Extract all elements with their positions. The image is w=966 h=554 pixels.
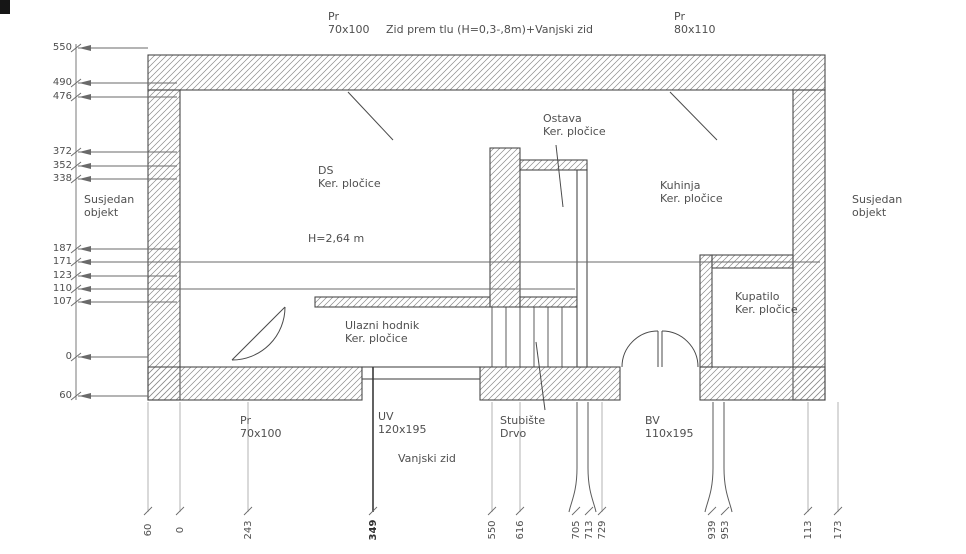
window-right-mark <box>669 91 718 141</box>
left-dimension-lines <box>70 43 820 401</box>
section-flare-marks <box>568 402 733 513</box>
left-dim-550: 550 <box>52 42 72 53</box>
hallway-low-wall-right <box>519 296 578 308</box>
left-dim-352: 352 <box>52 160 72 171</box>
bottom-wall-right <box>699 366 826 401</box>
interior-walls <box>314 147 794 368</box>
wall-note-top: Zid prem tlu (H=0,3-,8m)+Vanjski zid <box>386 23 594 36</box>
stair-column-wall <box>489 147 521 308</box>
bottom-dim-705: 705 <box>570 520 582 540</box>
hallway-door-leaf <box>231 306 286 361</box>
window-right-size: 80x110 <box>674 23 716 36</box>
top-wall <box>147 54 826 91</box>
bottom-dimension-ticks <box>143 506 843 516</box>
room-label-kupatilo: Kupatilo Ker. pločice <box>735 290 798 316</box>
bottom-dim-550: 550 <box>486 520 498 540</box>
bottom-dim-113: 113 <box>802 520 814 540</box>
window-bottom-annotation: Pr 70x100 <box>240 414 282 440</box>
left-dim-490: 490 <box>52 77 72 88</box>
stair-thin-wall <box>576 169 588 368</box>
bottom-dim-713: 713 <box>583 520 595 540</box>
right-wall <box>792 89 826 401</box>
entry-threshold <box>361 366 481 380</box>
balcony-door-left-arc <box>621 330 659 368</box>
hallway-low-wall-left <box>314 296 491 308</box>
page-corner-mark <box>0 0 10 14</box>
stair-treads <box>491 307 563 367</box>
left-dimension-arrows <box>79 45 91 399</box>
left-dim-123: 123 <box>52 270 72 281</box>
window-left-annotation: Pr 70x100 <box>328 10 370 36</box>
balcony-door-right-arc <box>661 330 699 368</box>
bottom-dim-243: 243 <box>242 520 254 540</box>
left-dim-338: 338 <box>52 173 72 184</box>
window-left-type: Pr <box>328 10 339 23</box>
wall-note-bottom: Vanjski zid <box>398 452 456 465</box>
left-dim-0: 0 <box>65 351 72 362</box>
bottom-extension-lines <box>147 402 839 512</box>
window-left-size: 70x100 <box>328 23 370 36</box>
window-right-type: Pr <box>674 10 685 23</box>
balcony-door-annotation: BV 110x195 <box>645 414 694 440</box>
neighbor-building-left: Susjedan objekt <box>84 193 135 219</box>
left-dim-372: 372 <box>52 146 72 157</box>
exterior-walls <box>147 54 826 401</box>
room-label-hodnik: Ulazni hodnik Ker. pločice <box>345 319 420 345</box>
stairs-leader-line <box>535 341 546 411</box>
left-wall <box>147 89 181 401</box>
left-dimension-ticks <box>70 43 82 401</box>
left-dim-110: 110 <box>52 283 72 294</box>
left-dim-60: 60 <box>59 390 72 401</box>
bottom-dim-60: 60 <box>142 523 154 537</box>
bottom-dim-953: 953 <box>719 520 731 540</box>
window-left-mark <box>347 91 394 141</box>
bottom-dim-939: 939 <box>706 520 718 540</box>
ostava-leader-line <box>555 144 564 208</box>
left-dim-187: 187 <box>52 243 72 254</box>
ostava-top-wall <box>519 159 588 171</box>
left-dim-171: 171 <box>52 256 72 267</box>
left-dim-476: 476 <box>52 91 72 102</box>
left-dim-107: 107 <box>52 296 72 307</box>
entry-door-annotation: UV 120x195 <box>378 410 427 436</box>
bottom-dim-616: 616 <box>514 520 526 540</box>
window-right-annotation: Pr 80x110 <box>674 10 716 36</box>
neighbor-building-right: Susjedan objekt <box>852 193 903 219</box>
ceiling-height-note: H=2,64 m <box>308 232 365 245</box>
room-label-ds: DS Ker. pločice <box>318 164 381 190</box>
bathroom-left-wall <box>699 254 713 368</box>
bottom-dim-0: 0 <box>174 526 186 534</box>
bottom-wall-center <box>479 366 621 401</box>
bottom-dim-349: 349 <box>367 519 379 541</box>
bottom-dim-173: 173 <box>832 520 844 540</box>
bottom-dim-729: 729 <box>596 520 608 540</box>
hallway-door-arc <box>231 306 286 361</box>
stairs-annotation: Stubište Drvo <box>500 414 546 440</box>
room-label-kuhinja: Kuhinja Ker. pločice <box>660 179 723 205</box>
room-label-ostava: Ostava Ker. pločice <box>543 112 606 138</box>
bathroom-top-wall <box>711 254 794 269</box>
bottom-wall-left <box>147 366 363 401</box>
